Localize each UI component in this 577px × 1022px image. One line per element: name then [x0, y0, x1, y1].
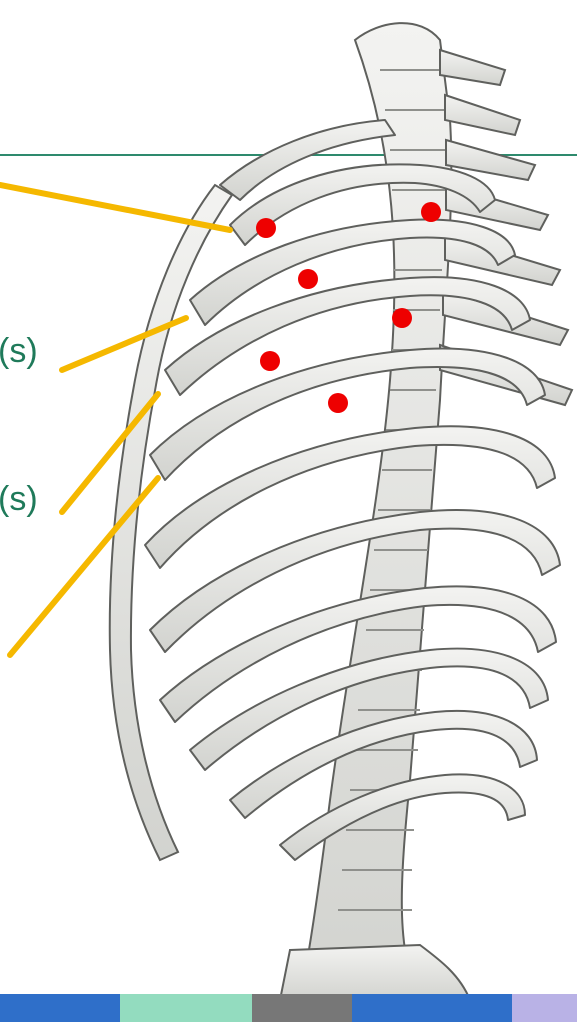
- marker-dot: [392, 308, 412, 328]
- marker-dot: [298, 269, 318, 289]
- footer-segment-gray: [252, 994, 352, 1022]
- footer-segment-mint: [120, 994, 252, 1022]
- footer-segment-blue: [0, 994, 120, 1022]
- marker-dot: [328, 393, 348, 413]
- marker-dot: [260, 351, 280, 371]
- footer-color-bar: [0, 994, 577, 1022]
- pointer-line-1: [0, 185, 230, 230]
- footer-segment-blue-2: [352, 994, 512, 1022]
- marker-dot: [421, 202, 441, 222]
- marker-dot: [256, 218, 276, 238]
- label-lower: (s): [0, 482, 38, 516]
- footer-segment-lavender: [512, 994, 577, 1022]
- pointer-line-2: [62, 318, 186, 370]
- label-upper: (s): [0, 334, 38, 368]
